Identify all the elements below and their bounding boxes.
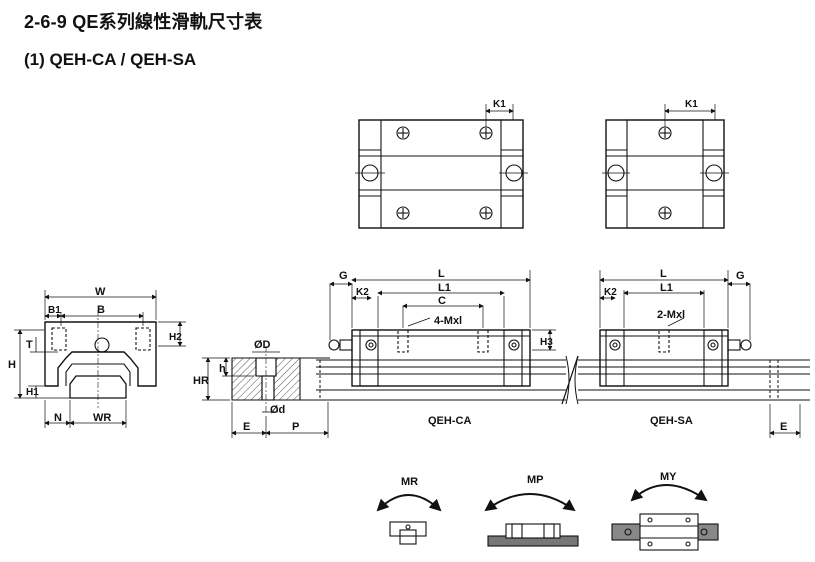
dim-h3-label: H3 [540, 337, 553, 348]
dim-l1-label-ca: L1 [438, 282, 451, 294]
page-title: 2-6-9 QE系列線性滑軌尺寸表 [24, 12, 263, 32]
dim-e-label-sa: E [780, 421, 787, 433]
moment-mp-label: MP [527, 474, 544, 486]
dim-k2-label-ca: K2 [356, 287, 369, 298]
dim-l-label-ca: L [438, 268, 445, 280]
moment-mr-label: MR [401, 476, 418, 488]
dim-h1-label: H1 [26, 387, 39, 398]
dim-h-label: H [8, 359, 16, 371]
dim-h-small-label: h [219, 363, 226, 375]
dim-h2-label: H2 [169, 332, 182, 343]
dim-phi-d-small-label: Ød [270, 404, 285, 416]
top-view-ca [355, 104, 528, 229]
hole-label-sa: 2-Mxl [657, 309, 685, 321]
model-label-sa: QEH-SA [650, 415, 693, 427]
dim-wr-label: WR [93, 412, 111, 424]
dim-g-label-ca: G [339, 270, 348, 282]
dim-phi-d-large-label: ØD [254, 339, 271, 351]
hole-label-ca: 4-Mxl [434, 315, 462, 327]
dim-t-label: T [26, 339, 33, 351]
moment-my-diagram [611, 484, 719, 551]
rail-section-view [202, 346, 330, 438]
dim-e-label: E [243, 421, 250, 433]
dim-k2-label-sa: K2 [604, 287, 617, 298]
side-view-sa [599, 270, 801, 438]
dim-p-label: P [292, 421, 299, 433]
dim-hr-label: HR [193, 375, 209, 387]
page-subtitle: (1) QEH-CA / QEH-SA [24, 50, 197, 69]
dim-b1-label: B1 [48, 305, 61, 316]
k1-label-sa: K1 [685, 99, 698, 110]
side-rail [316, 355, 810, 405]
top-view-sa [602, 104, 729, 229]
k1-label-ca: K1 [493, 99, 506, 110]
moment-my-label: MY [660, 471, 677, 483]
dim-w-label: W [95, 286, 106, 298]
cross-section-view [14, 290, 186, 428]
side-view-ca [328, 270, 556, 387]
dim-l-label-sa: L [660, 268, 667, 280]
dim-c-label-ca: C [438, 295, 446, 307]
moment-mr-diagram [376, 494, 442, 545]
model-label-ca: QEH-CA [428, 415, 471, 427]
dim-l1-label-sa: L1 [660, 282, 673, 294]
dim-g-label-sa: G [736, 270, 745, 282]
dim-b-label: B [97, 304, 105, 316]
moment-mp-diagram [484, 493, 579, 547]
dim-n-label: N [54, 412, 62, 424]
